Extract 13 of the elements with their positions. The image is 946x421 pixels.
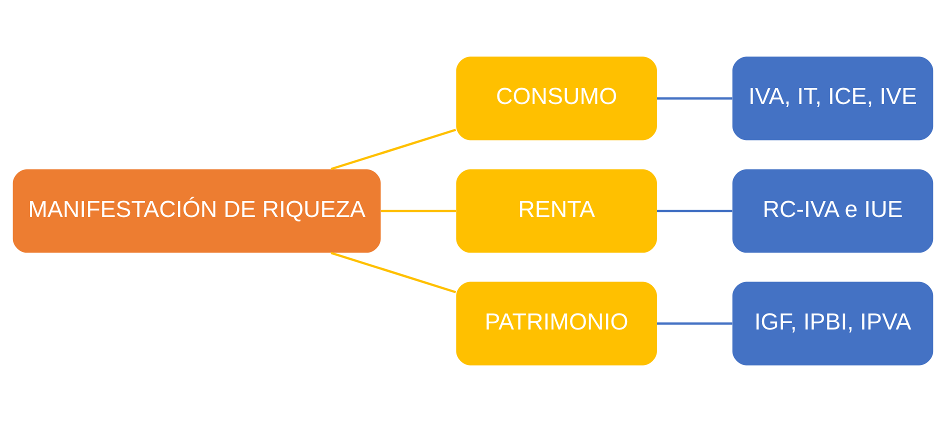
node-box: MANIFESTACIÓN DE RIQUEZA (12, 168, 381, 252)
node-box: IVA, IT, ICE, IVE (732, 56, 934, 140)
node-box: RENTA (456, 168, 657, 252)
node-box: CONSUMO (456, 56, 657, 140)
connector (330, 251, 456, 293)
connector (657, 322, 732, 324)
connector (380, 209, 456, 212)
connector (330, 128, 456, 170)
node-box: RC-IVA e IUE (732, 168, 934, 252)
node-box: PATRIMONIO (456, 281, 657, 365)
connector (657, 209, 732, 212)
connector (657, 96, 732, 100)
node-box: IGF, IPBI, IPVA (732, 281, 934, 365)
